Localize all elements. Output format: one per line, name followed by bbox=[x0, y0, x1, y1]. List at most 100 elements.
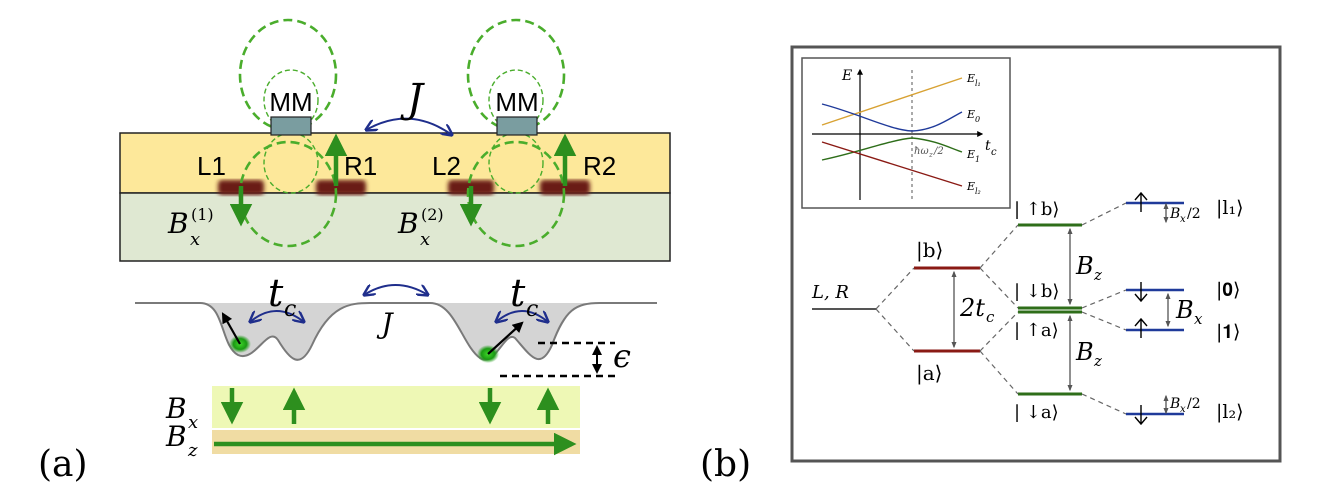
label-half-bottom-main: B bbox=[1169, 396, 1180, 412]
outer-loop-right-top bbox=[466, 18, 566, 132]
inset-curve-0 bbox=[821, 103, 963, 132]
tunnel-right-sub: c bbox=[526, 297, 538, 322]
conn-a-downa bbox=[979, 350, 1019, 395]
panel-a: MM MM J L1 R1 L2 R2 B x (1) B x (2) bbox=[38, 18, 671, 485]
inset-curve-l2 bbox=[821, 141, 963, 187]
label-2tc-sub: c bbox=[986, 308, 995, 326]
dot-label-l2: L2 bbox=[432, 151, 461, 181]
spin-down-0 bbox=[1134, 282, 1148, 303]
label-bz-lower: B z bbox=[1075, 338, 1102, 370]
label-LR: L, R bbox=[811, 282, 849, 303]
label-bz-upper-sub: z bbox=[1093, 266, 1102, 284]
label-bz-upper-main: B bbox=[1075, 252, 1094, 280]
tunnel-left-main: t bbox=[268, 271, 284, 315]
outer-loop-right-bottom bbox=[466, 140, 566, 248]
bx-arrows bbox=[220, 387, 560, 425]
conn-a-upa bbox=[979, 311, 1019, 352]
inset-label-l2: E l₂ bbox=[966, 180, 981, 196]
label-up-a: | ↑a⟩ bbox=[1014, 320, 1059, 341]
label-half-bx-bottom: B x /2 bbox=[1169, 396, 1201, 415]
spin-down-l2 bbox=[1134, 405, 1148, 426]
inset-frame bbox=[801, 57, 1011, 209]
tunnel-label-left: t c bbox=[268, 271, 296, 322]
outer-loop-left-top bbox=[238, 18, 338, 132]
inset-1-sub: 1 bbox=[975, 155, 980, 164]
ket-0: |𝟎⟩ bbox=[1216, 279, 1240, 301]
inset-0-sub: 0 bbox=[975, 115, 980, 124]
spin-arrow-right bbox=[487, 321, 524, 355]
label-half-top-sub: x bbox=[1180, 214, 1186, 225]
inset-l2-sub: l₂ bbox=[975, 187, 981, 196]
ket-l1: |l₁⟩ bbox=[1216, 197, 1244, 219]
electrode-r2 bbox=[540, 180, 590, 195]
potential-curve bbox=[135, 302, 657, 361]
micromagnet-left-label: MM bbox=[269, 87, 312, 117]
bx1-sub: x bbox=[190, 229, 200, 250]
inset-x-label: t c bbox=[985, 138, 997, 158]
conn-downb-0 bbox=[1081, 289, 1127, 309]
level-connectors bbox=[875, 202, 1127, 415]
field-bx-sub: x bbox=[188, 412, 198, 433]
spin-arrow-left bbox=[221, 312, 241, 345]
field-bz-label: B z bbox=[165, 420, 198, 461]
bx1-label: B x (1) bbox=[167, 205, 214, 250]
dot-label-r2: R2 bbox=[583, 151, 616, 181]
label-bx-mid: B x bbox=[1175, 296, 1203, 328]
bx-band bbox=[212, 386, 580, 428]
inset-l2-main: E bbox=[966, 180, 975, 193]
label-half-top-main: B bbox=[1169, 206, 1180, 222]
dot-label-l1: L1 bbox=[197, 151, 226, 181]
label-state-b: |b⟩ bbox=[916, 238, 943, 263]
ket-1: |𝟏⟩ bbox=[1216, 321, 1240, 343]
inset-0-main: E bbox=[966, 108, 975, 121]
label-2tc-main: 2t bbox=[959, 294, 985, 322]
label-half-bottom-sub: x bbox=[1180, 404, 1186, 415]
label-half-bottom-tail: /2 bbox=[1187, 396, 1201, 412]
field-bz-sub: z bbox=[187, 440, 198, 461]
field-arrows bbox=[229, 133, 577, 227]
bx2-sub: x bbox=[420, 229, 430, 250]
micromagnet-left bbox=[270, 116, 312, 136]
ket-l2: |l₂⟩ bbox=[1216, 401, 1244, 423]
inset-y-label: E bbox=[841, 68, 852, 84]
dot-label-r1: R1 bbox=[344, 151, 377, 181]
field-bx-main: B bbox=[165, 392, 187, 425]
tunnel-arrow-left bbox=[250, 310, 304, 322]
electrode-r1 bbox=[316, 180, 366, 195]
label-state-a: |a⟩ bbox=[916, 361, 942, 386]
conn-b-downb bbox=[979, 267, 1019, 309]
inset-l1-main: E bbox=[966, 72, 975, 85]
tunnel-label-right: t c bbox=[510, 271, 538, 322]
conn-upa-1 bbox=[1081, 311, 1127, 331]
panel-b-label: (b) bbox=[700, 444, 751, 485]
inset-marker-sub: z bbox=[928, 151, 933, 159]
label-down-a: | ↓a⟩ bbox=[1014, 402, 1059, 423]
label-2tc: 2t c bbox=[959, 294, 995, 326]
spin-up-1 bbox=[1134, 317, 1148, 338]
exchange-label-top: J bbox=[400, 76, 425, 122]
panel-b: E t c E l₁ E 0 E 1 E l₂ ħω bbox=[700, 45, 1282, 485]
tunnel-arrow-right bbox=[496, 310, 548, 322]
exchange-arrow-top bbox=[366, 117, 452, 135]
substrate-layer bbox=[119, 192, 671, 262]
conn-downa-l2 bbox=[1081, 393, 1127, 415]
inset-label-0: E 0 bbox=[966, 108, 980, 124]
inset-marker-main: ħω bbox=[914, 146, 929, 157]
label-bz-upper: B z bbox=[1075, 252, 1102, 284]
label-half-top-tail: /2 bbox=[1187, 206, 1201, 222]
panel-a-label: (a) bbox=[38, 444, 88, 485]
micromagnet-right bbox=[496, 116, 538, 136]
label-bx-mid-main: B bbox=[1175, 296, 1194, 324]
inset-x-sub: c bbox=[991, 147, 997, 158]
exchange-label-mid: J bbox=[376, 307, 394, 340]
field-bx-label: B x bbox=[165, 392, 198, 433]
inset-curve-l1 bbox=[821, 77, 963, 126]
label-up-b: | ↑b⟩ bbox=[1014, 199, 1059, 220]
splitting-arrows bbox=[951, 202, 1171, 415]
conn-upb-l1 bbox=[1081, 202, 1127, 226]
inset: E t c E l₁ E 0 E 1 E l₂ ħω bbox=[801, 57, 1011, 209]
label-bz-lower-main: B bbox=[1075, 338, 1094, 366]
spin-up-l1 bbox=[1134, 191, 1148, 212]
label-half-bx-top: B x /2 bbox=[1169, 206, 1201, 225]
potential-fill bbox=[135, 303, 657, 360]
